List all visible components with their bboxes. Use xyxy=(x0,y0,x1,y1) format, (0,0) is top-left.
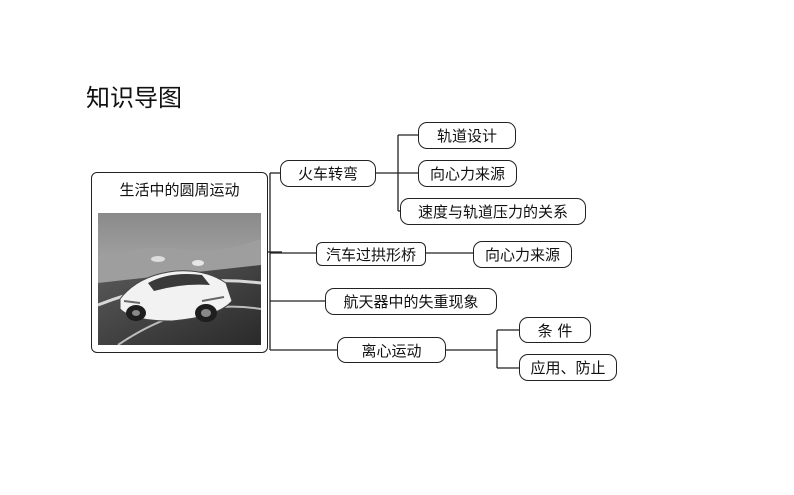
page-title: 知识导图 xyxy=(86,84,182,112)
leaf-track-design: 轨道设计 xyxy=(418,122,516,149)
leaf-application-prevention: 应用、防止 xyxy=(519,354,617,381)
branch-spacecraft-weightlessness: 航天器中的失重现象 xyxy=(325,288,497,315)
branch-car-arched-bridge: 汽车过拱形桥 xyxy=(316,242,426,266)
leaf-speed-track-pressure: 速度与轨道压力的关系 xyxy=(400,198,586,225)
root-node-label: 生活中的圆周运动 xyxy=(119,181,240,199)
leaf-conditions: 条 件 xyxy=(519,317,591,343)
branch-centrifugal-motion: 离心运动 xyxy=(337,337,446,363)
branch-train-turning: 火车转弯 xyxy=(280,160,376,187)
leaf-centripetal-source-2: 向心力来源 xyxy=(473,241,572,268)
sports-car-image xyxy=(98,213,261,345)
root-node: 生活中的圆周运动 xyxy=(91,172,268,353)
leaf-centripetal-source-1: 向心力来源 xyxy=(418,160,517,187)
